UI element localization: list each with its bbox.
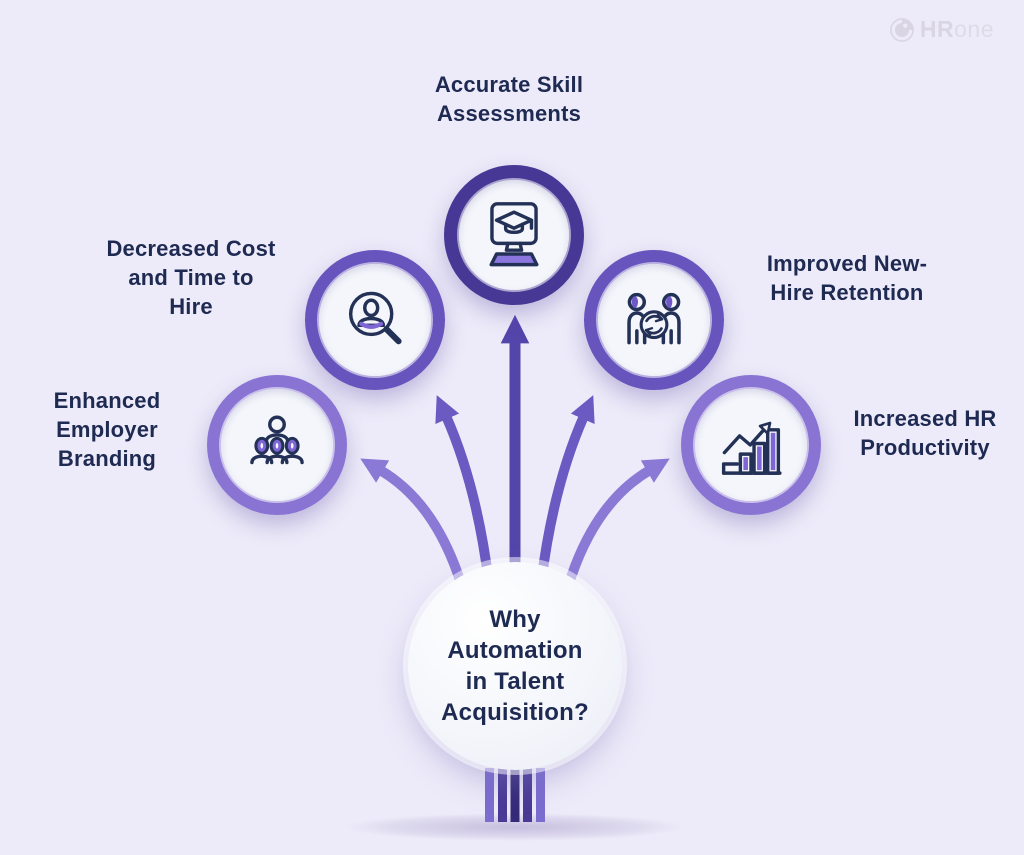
node-increased-hr-productivity bbox=[681, 375, 821, 515]
node-inner-circle bbox=[695, 389, 807, 501]
node-improved-new-hire-retention bbox=[584, 250, 724, 390]
people-group-icon bbox=[250, 415, 304, 465]
label-improved-new-hire-retention: Improved New- Hire Retention bbox=[766, 251, 928, 305]
node-inner-circle bbox=[221, 389, 333, 501]
label-accurate-skill-assessments: Accurate Skill Assessments bbox=[434, 72, 584, 126]
center-question-title: Why Automation in Talent Acquisition? bbox=[441, 606, 589, 726]
label-enhanced-employer-branding: Enhanced Employer Branding bbox=[53, 388, 161, 471]
center-question-circle: Why Automation in Talent Acquisition? bbox=[408, 562, 622, 770]
logo-one-text: one bbox=[954, 16, 994, 42]
hrone-logo-text: HRone bbox=[920, 16, 994, 43]
ground-shadow bbox=[345, 813, 685, 841]
node-decreased-cost-and-time-to-hire bbox=[305, 250, 445, 390]
candidate-search-icon bbox=[348, 291, 402, 345]
label-decreased-cost-and-time-to-hire: Decreased Cost and Time to Hire bbox=[106, 236, 276, 319]
monitor-graduation-icon bbox=[489, 202, 539, 267]
swirl-circle-icon bbox=[889, 17, 914, 42]
node-inner-circle bbox=[459, 180, 569, 290]
growth-chart-icon bbox=[721, 421, 782, 475]
node-inner-circle bbox=[319, 264, 431, 376]
employee-sync-icon bbox=[627, 292, 681, 345]
node-inner-circle bbox=[598, 264, 710, 376]
arrow-tail-stripes bbox=[485, 768, 545, 822]
logo-hr-text: HR bbox=[919, 16, 955, 42]
hrone-logo: HRone bbox=[889, 16, 994, 43]
node-accurate-skill-assessments bbox=[444, 165, 584, 305]
label-increased-hr-productivity: Increased HR Productivity bbox=[853, 406, 997, 460]
node-enhanced-employer-branding bbox=[207, 375, 347, 515]
